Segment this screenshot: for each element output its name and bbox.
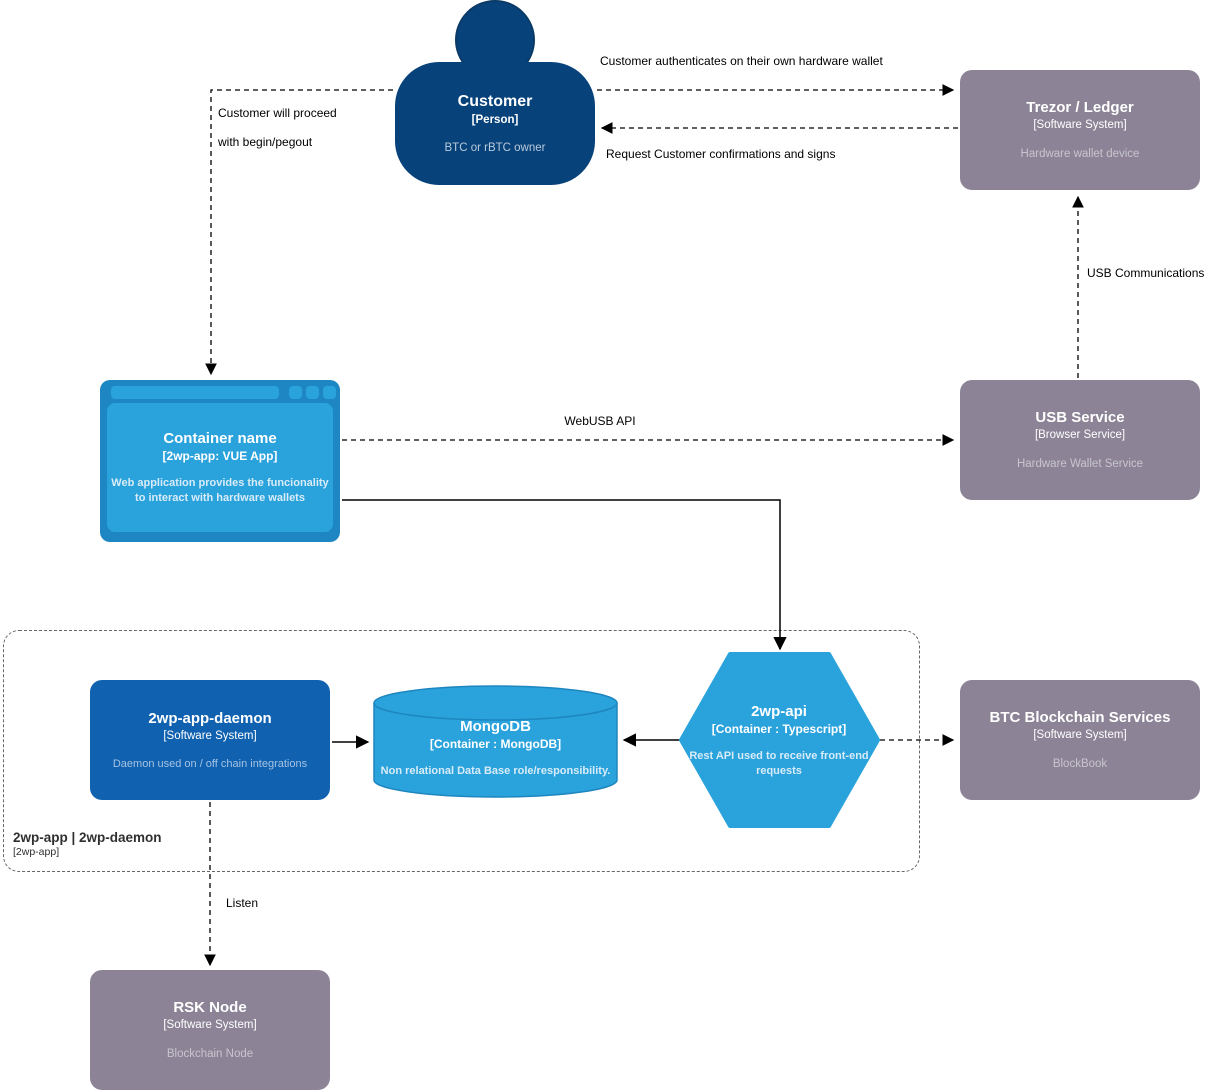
edge-label-usb-comms: USB Communications	[1087, 266, 1205, 280]
node-type: [Container : Typescript]	[711, 721, 847, 736]
boundary-subtitle: [2wp-app]	[13, 846, 60, 858]
system-boundary: 2wp-app | 2wp-daemon [2wp-app]	[3, 630, 920, 872]
browser-window-button	[289, 386, 302, 399]
node-description: Daemon used on / off chain integrations	[112, 757, 308, 770]
node-title: RSK Node	[173, 999, 247, 1016]
node-btc-blockchain-services: BTC Blockchain Services [Software System…	[960, 680, 1200, 800]
node-title: BTC Blockchain Services	[989, 709, 1171, 726]
node-title: Trezor / Ledger	[1026, 99, 1134, 116]
node-description: Hardware Wallet Service	[1016, 458, 1144, 470]
node-trezor-ledger: Trezor / Ledger [Software System] Hardwa…	[960, 70, 1200, 190]
node-type: [Software System]	[1033, 729, 1127, 741]
node-title: 2wp-api	[751, 702, 807, 720]
node-type: [Software System]	[163, 1019, 257, 1031]
node-description: Non relational Data Base role/responsibi…	[380, 765, 611, 777]
edge-label-listen: Listen	[226, 896, 259, 910]
api-hexagon-shape	[679, 652, 880, 828]
node-description: BlockBook	[1052, 758, 1108, 770]
node-title: Customer	[457, 92, 533, 110]
node-customer: Customer [Person] BTC or rBTC owner	[395, 62, 595, 185]
node-type: [Browser Service]	[1034, 429, 1126, 441]
node-type: [Container : MongoDB]	[429, 737, 562, 751]
edge-label-proceed-line2: with begin/pegout	[218, 135, 313, 149]
node-description: Hardware wallet device	[1020, 148, 1140, 160]
node-mongodb: MongoDB [Container : MongoDB] Non relati…	[375, 702, 616, 794]
browser-addressbar	[111, 386, 279, 399]
node-2wp-app-daemon: 2wp-app-daemon [Software System] Daemon …	[90, 680, 330, 800]
node-2wp-api: 2wp-api [Container : Typescript] Rest AP…	[688, 664, 870, 816]
node-usb-service: USB Service [Browser Service] Hardware W…	[960, 380, 1200, 500]
edge-webapp-api	[342, 499, 787, 651]
mongodb-cylinder-shape	[373, 685, 618, 798]
edge-label-proceed-line1: Customer will proceed	[218, 106, 337, 120]
node-title: MongoDB	[460, 718, 531, 735]
boundary-label: 2wp-app | 2wp-daemon [2wp-app]	[13, 830, 162, 859]
boundary-title: 2wp-app | 2wp-daemon	[13, 830, 162, 845]
node-rsk-node: RSK Node [Software System] Blockchain No…	[90, 970, 330, 1090]
edge-label-webusb: WebUSB API	[564, 414, 636, 428]
node-type: [Person]	[471, 113, 519, 126]
browser-content-panel: Container name [2wp-app: VUE App] Web ap…	[107, 403, 333, 532]
node-type: [Software System]	[1033, 119, 1127, 131]
edge-proceed	[205, 89, 393, 376]
node-webapp-container: Container name [2wp-app: VUE App] Web ap…	[100, 380, 340, 542]
node-description: Rest API used to receive front-end reque…	[689, 749, 869, 777]
browser-window-button	[323, 386, 336, 399]
edge-label-authenticate: Customer authenticates on their own hard…	[600, 54, 883, 68]
node-type: [2wp-app: VUE App]	[162, 449, 278, 463]
node-description: Web application provides the funcionalit…	[111, 477, 329, 504]
browser-window-button	[306, 386, 319, 399]
node-description: Blockchain Node	[166, 1048, 254, 1060]
node-title: 2wp-app-daemon	[148, 709, 272, 727]
node-title: Container name	[163, 430, 277, 447]
edge-label-request-sign: Request Customer confirmations and signs	[606, 147, 836, 161]
node-title: USB Service	[1035, 409, 1125, 426]
node-description: BTC or rBTC owner	[444, 141, 546, 154]
node-type: [Software System]	[163, 729, 257, 742]
